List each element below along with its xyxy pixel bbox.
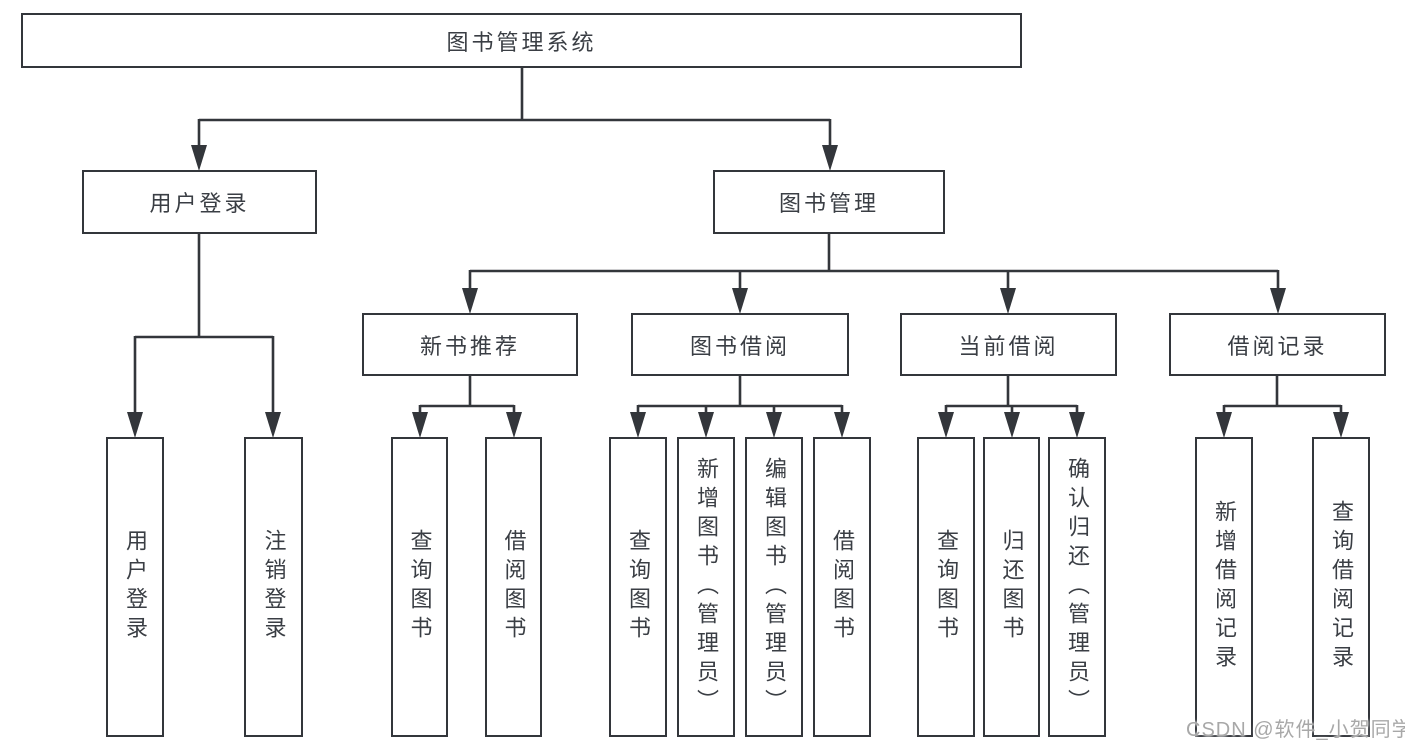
node-label: 编辑图书（管理员） <box>762 456 787 718</box>
node-label: 当前借阅 <box>958 333 1059 359</box>
node-book-borrowing: 图书借阅 <box>631 313 849 376</box>
node-label: 查询图书 <box>407 529 433 645</box>
leaf-confirm-return-admin: 确认归还（管理员） <box>1048 437 1106 737</box>
node-label: 用户登录 <box>123 529 148 645</box>
node-label: 借阅图书 <box>501 529 527 645</box>
leaf-query-books-current: 查询图书 <box>917 437 975 737</box>
node-new-book-recommend: 新书推荐 <box>362 313 578 376</box>
node-label: 新增借阅记录 <box>1212 500 1237 674</box>
node-label: 图书管理 <box>778 191 879 216</box>
node-label: 借阅记录 <box>1227 333 1328 359</box>
node-label: 用户登录 <box>149 191 250 216</box>
leaf-query-borrow-record: 查询借阅记录 <box>1312 437 1370 737</box>
node-label: 查询图书 <box>934 529 959 645</box>
watermark: CSDN @软件_小贺同学 <box>1186 719 1405 741</box>
node-library-management-system: 图书管理系统 <box>21 13 1022 68</box>
leaf-add-borrow-record: 新增借阅记录 <box>1195 437 1253 737</box>
leaf-query-books-recommend: 查询图书 <box>391 437 448 737</box>
leaf-query-books-borrowing: 查询图书 <box>609 437 667 737</box>
node-current-borrowing: 当前借阅 <box>900 313 1117 376</box>
node-label: 查询借阅记录 <box>1329 500 1354 674</box>
node-borrowing-records: 借阅记录 <box>1169 313 1386 376</box>
leaf-edit-book-admin: 编辑图书（管理员） <box>745 437 803 737</box>
leaf-logout: 注销登录 <box>244 437 303 737</box>
node-label: 图书管理系统 <box>446 29 597 55</box>
node-label: 新书推荐 <box>419 333 520 359</box>
node-label: 确认归还（管理员） <box>1065 456 1090 718</box>
leaf-return-book: 归还图书 <box>983 437 1040 737</box>
node-label: 查询图书 <box>626 529 651 645</box>
node-label: 图书借阅 <box>689 333 790 359</box>
node-label: 借阅图书 <box>830 529 855 645</box>
leaf-borrow-books-borrowing: 借阅图书 <box>813 437 871 737</box>
leaf-borrow-books-recommend: 借阅图书 <box>485 437 542 737</box>
leaf-add-book-admin: 新增图书（管理员） <box>677 437 735 737</box>
node-label: 新增图书（管理员） <box>694 456 719 718</box>
node-label: 注销登录 <box>261 529 287 645</box>
leaf-user-login: 用户登录 <box>106 437 164 737</box>
node-label: 归还图书 <box>999 529 1025 645</box>
node-book-management: 图书管理 <box>713 170 945 234</box>
node-user-login-branch: 用户登录 <box>82 170 317 234</box>
